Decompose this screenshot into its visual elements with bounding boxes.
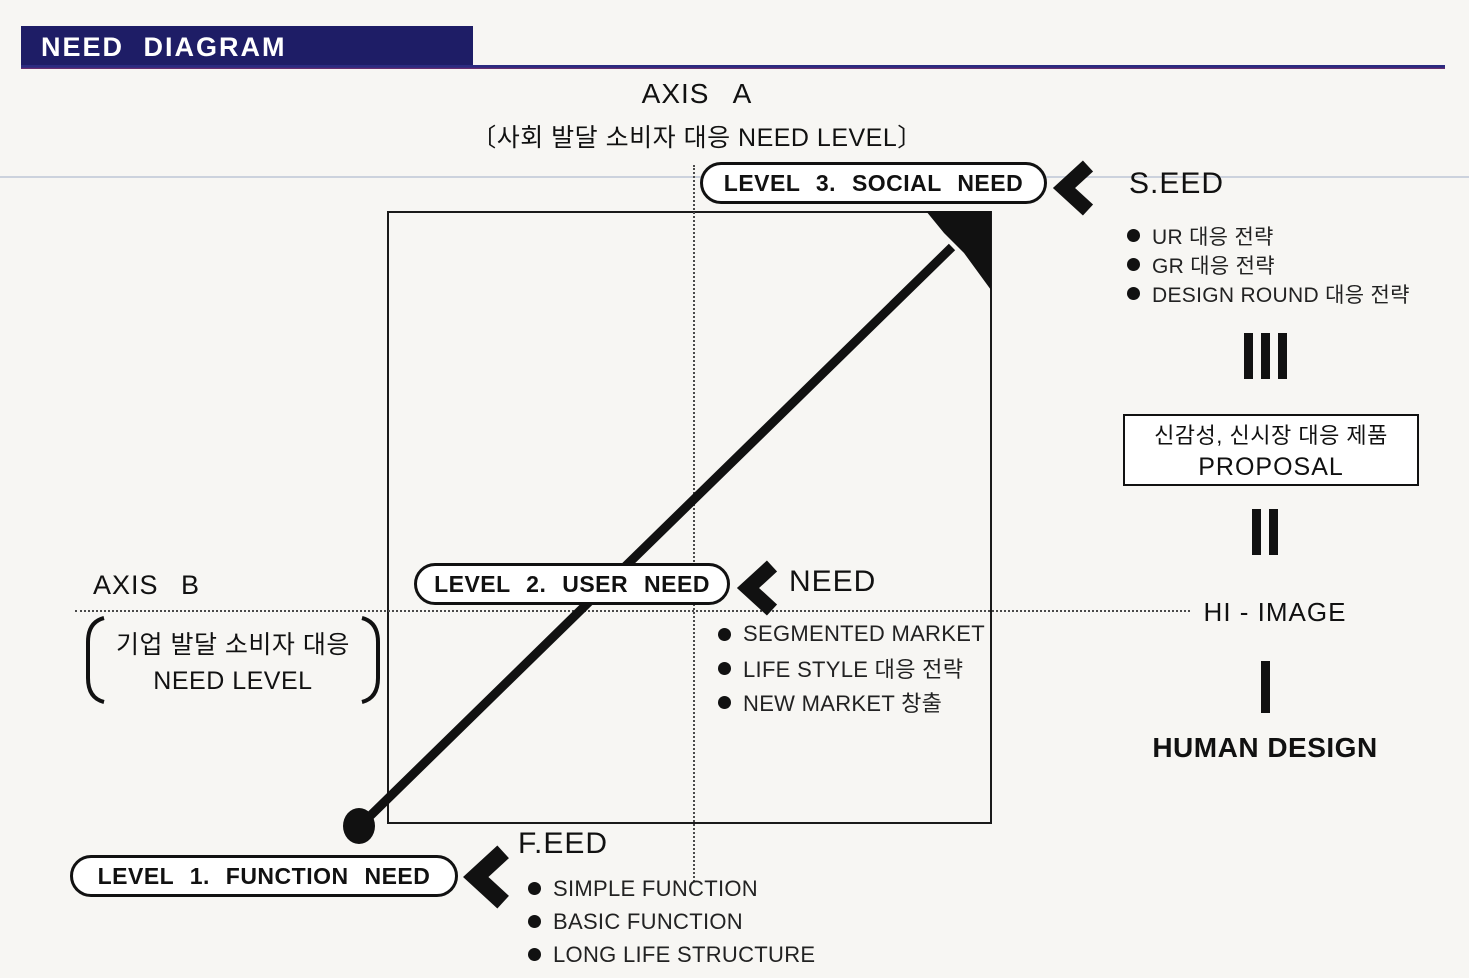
- list-item: NEW MARKET 창출: [718, 685, 985, 719]
- bullet-icon: [528, 882, 541, 895]
- bullet-text: BASIC FUNCTION: [553, 908, 743, 934]
- bullet-icon: [718, 695, 731, 709]
- axis-a-label: AXIS A: [641, 78, 753, 109]
- axis-a-sublabel: 〔사회 발달 소비자 대응 NEED LEVEL〕: [471, 124, 923, 152]
- chevron-left-icon: [463, 845, 509, 909]
- feed-bullet-list: SIMPLE FUNCTION BASIC FUNCTION LONG LIFE…: [528, 872, 815, 971]
- axis-b-line1: 기업 발달 소비자 대응: [116, 630, 350, 659]
- axis-b-bracket: 기업 발달 소비자 대응 NEED LEVEL: [82, 614, 384, 706]
- proposal-line2: PROPOSAL: [1198, 453, 1344, 481]
- level2-box-label: LEVEL 2. USER NEED: [434, 570, 710, 597]
- level1-box: LEVEL 1. FUNCTION NEED: [70, 855, 458, 897]
- bullet-text: SIMPLE FUNCTION: [553, 875, 758, 901]
- axis-b-label: AXIS B: [93, 570, 201, 600]
- list-item: SEGMENTED MARKET: [718, 617, 985, 651]
- dotted-vertical-guide: [693, 165, 695, 882]
- seed-tag-label: S.EED: [1129, 167, 1225, 200]
- list-item: BASIC FUNCTION: [528, 905, 815, 938]
- list-item: LIFE STYLE 대응 전략: [718, 651, 985, 685]
- connector-bars-1: [1200, 661, 1330, 713]
- dotted-horizontal-guide: [75, 610, 1190, 612]
- bullet-icon: [718, 627, 731, 641]
- level2-box: LEVEL 2. USER NEED: [414, 563, 730, 605]
- connector-bars-2: [1200, 509, 1330, 555]
- proposal-box: 신감성, 신시장 대응 제품 PROPOSAL: [1123, 414, 1419, 486]
- level1-box-label: LEVEL 1. FUNCTION NEED: [97, 862, 431, 889]
- diagonal-arrow-shaft: [364, 243, 956, 822]
- origin-dot-icon: [343, 808, 375, 844]
- bullet-icon: [528, 948, 541, 961]
- list-item: DESIGN ROUND 대응 전략: [1127, 279, 1410, 308]
- list-item: SIMPLE FUNCTION: [528, 872, 815, 905]
- bullet-icon: [1127, 258, 1140, 271]
- connector-bars-3: [1200, 333, 1330, 379]
- axis-a-title: AXIS A 〔사회 발달 소비자 대응 NEED LEVEL〕: [397, 78, 997, 154]
- list-item: GR 대응 전략: [1127, 250, 1410, 279]
- page-title: NEED DIAGRAM: [41, 31, 287, 62]
- bullet-text: SEGMENTED MARKET: [743, 621, 985, 646]
- right-bracket-icon: [361, 616, 380, 704]
- hi-image-label: HI - IMAGE: [1203, 597, 1347, 627]
- bullet-text: GR 대응 전략: [1152, 254, 1275, 278]
- header-rule: [21, 65, 1445, 69]
- bullet-text: DESIGN ROUND 대응 전략: [1152, 283, 1410, 307]
- bullet-text: UR 대응 전략: [1152, 225, 1274, 249]
- bullet-text: LIFE STYLE 대응 전략: [743, 657, 964, 682]
- matrix-square: [387, 211, 992, 824]
- level3-box: LEVEL 3. SOCIAL NEED: [700, 162, 1047, 204]
- arrowhead-icon: [926, 211, 991, 290]
- level3-box-label: LEVEL 3. SOCIAL NEED: [723, 169, 1024, 196]
- list-item: LONG LIFE STRUCTURE: [528, 938, 815, 971]
- seed-bullet-list: UR 대응 전략 GR 대응 전략 DESIGN ROUND 대응 전략: [1127, 221, 1410, 308]
- feed-tag-label: F.EED: [518, 827, 609, 860]
- bullet-text: NEW MARKET 창출: [743, 691, 943, 716]
- bullet-icon: [1127, 229, 1140, 242]
- bullet-icon: [528, 915, 541, 928]
- axis-b-line2: NEED LEVEL: [153, 666, 313, 695]
- need-bullet-list: SEGMENTED MARKET LIFE STYLE 대응 전략 NEW MA…: [718, 617, 985, 719]
- chevron-left-icon: [736, 560, 778, 616]
- left-bracket-icon: [86, 616, 105, 704]
- proposal-line1: 신감성, 신시장 대응 제품: [1154, 423, 1388, 448]
- list-item: UR 대응 전략: [1127, 221, 1410, 250]
- human-design-label: HUMAN DESIGN: [1152, 732, 1378, 763]
- bullet-text: LONG LIFE STRUCTURE: [553, 941, 816, 967]
- bullet-icon: [1127, 287, 1140, 300]
- chevron-left-icon: [1052, 160, 1094, 216]
- axis-b-bracket-text: 기업 발달 소비자 대응 NEED LEVEL: [106, 614, 360, 706]
- need-tag-label: NEED: [789, 565, 877, 598]
- bullet-icon: [718, 661, 731, 675]
- header-bar: NEED DIAGRAM: [21, 26, 473, 68]
